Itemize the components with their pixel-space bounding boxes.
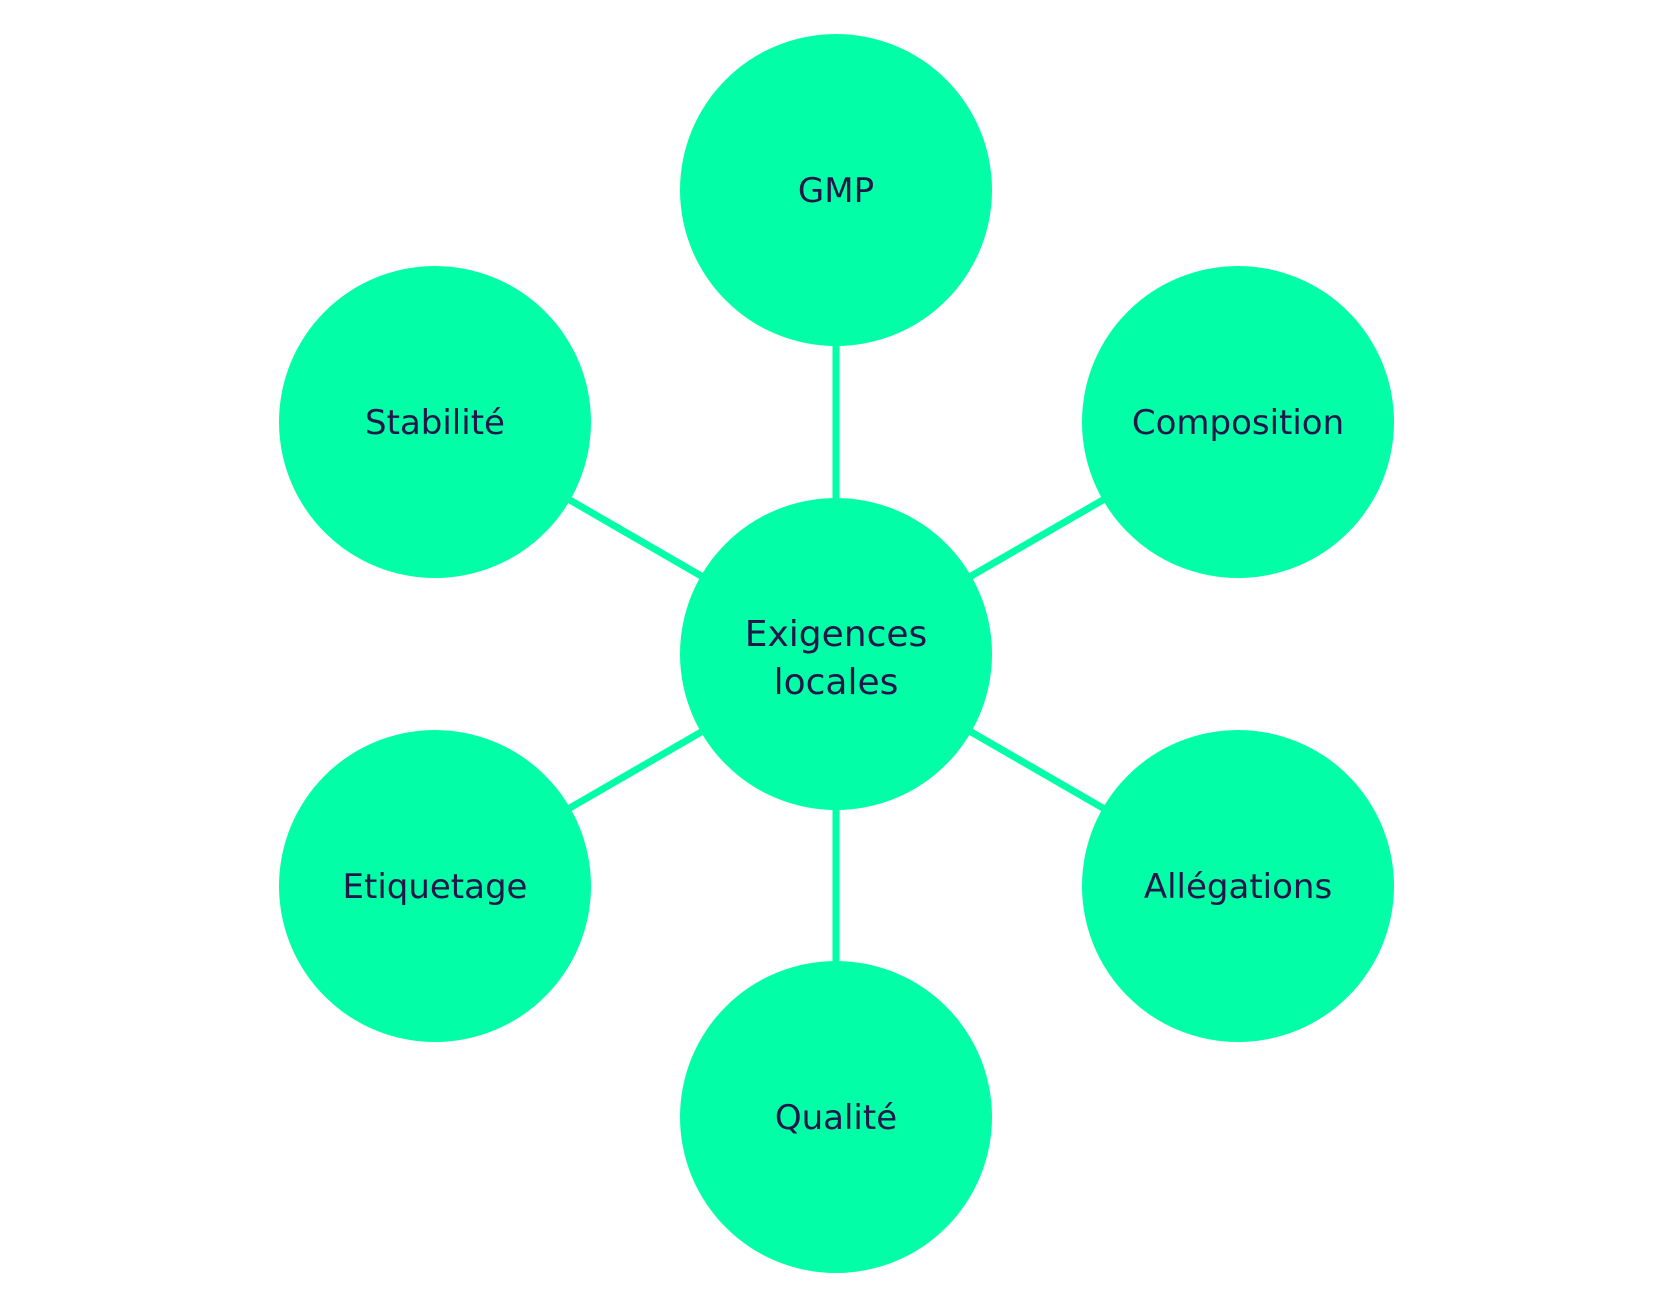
- node-circle-etiquetage: [279, 730, 591, 1042]
- node-allegations: Allégations: [1082, 730, 1394, 1042]
- node-qualite: Qualité: [680, 961, 992, 1273]
- node-label-stabilite: Stabilité: [365, 403, 505, 443]
- center-node: Exigences locales: [680, 498, 992, 810]
- node-stabilite: Stabilité: [279, 266, 591, 578]
- center-node-circle: [680, 498, 992, 810]
- node-composition: Composition: [1082, 266, 1394, 578]
- node-circle-gmp: [680, 34, 992, 346]
- node-circle-stabilite: [279, 266, 591, 578]
- node-circle-allegations: [1082, 730, 1394, 1042]
- node-label-qualite: Qualité: [775, 1098, 897, 1138]
- center-label-line-2: locales: [774, 662, 899, 703]
- node-label-composition: Composition: [1132, 403, 1344, 443]
- node-etiquetage: Etiquetage: [279, 730, 591, 1042]
- node-circle-qualite: [680, 961, 992, 1273]
- node-label-etiquetage: Etiquetage: [343, 867, 528, 907]
- node-circle-composition: [1082, 266, 1394, 578]
- node-label-gmp: GMP: [798, 171, 874, 211]
- center-label-line-1: Exigences: [745, 614, 928, 655]
- node-label-allegations: Allégations: [1144, 867, 1332, 907]
- node-gmp: GMP: [680, 34, 992, 346]
